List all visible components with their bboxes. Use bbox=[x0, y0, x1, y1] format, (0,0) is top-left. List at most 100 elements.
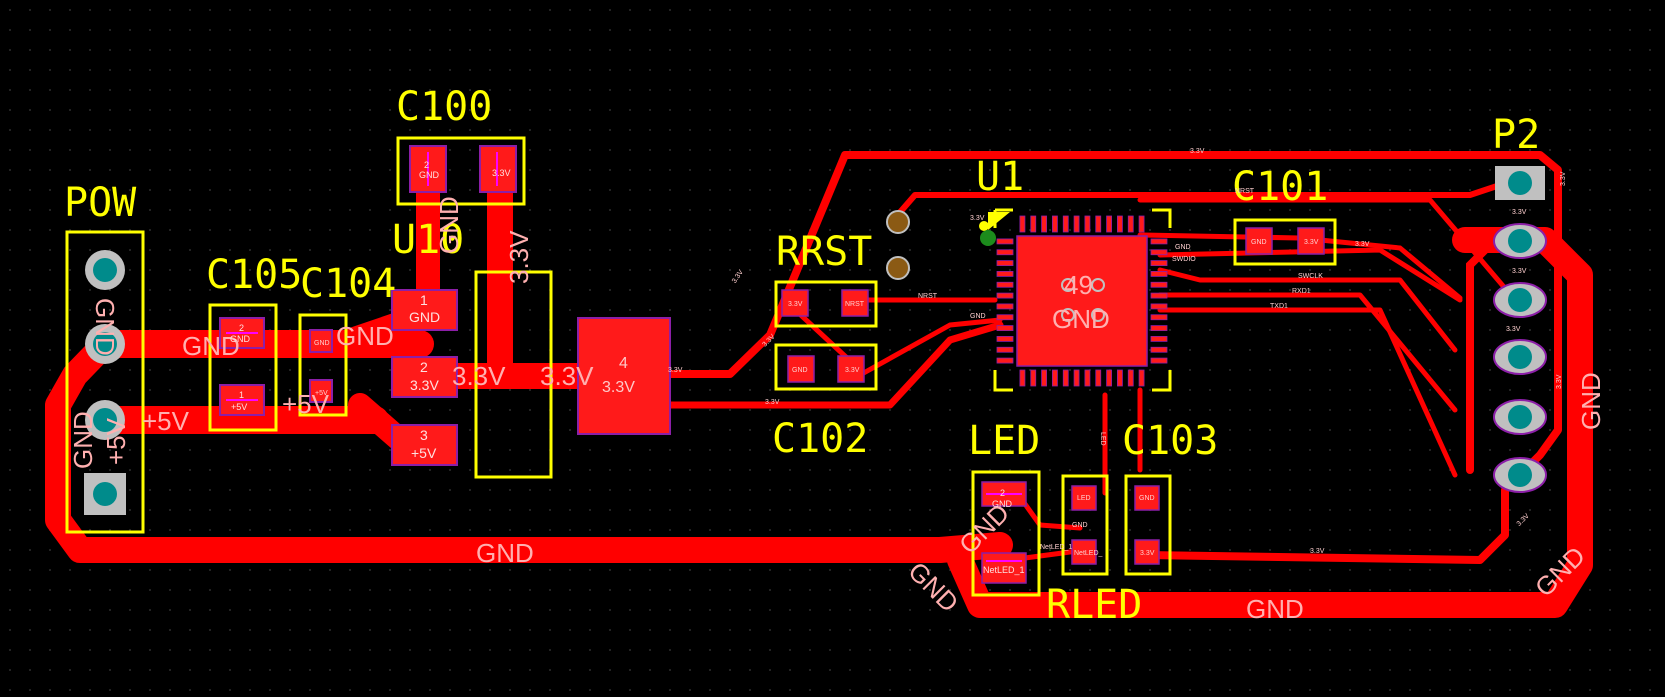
rled-pad-1 bbox=[1071, 485, 1097, 511]
u1-pin bbox=[1117, 369, 1123, 387]
p2-pin-2-drill bbox=[1508, 229, 1532, 253]
u1-pin bbox=[1127, 215, 1134, 233]
net-v5-pow-pin: +5V bbox=[101, 417, 131, 465]
rrst-outline bbox=[774, 280, 878, 328]
c105-pad1-net: +5V bbox=[231, 402, 247, 412]
p2-pin-3-drill bbox=[1508, 288, 1532, 312]
c103-pad1-net: 3.3V bbox=[1140, 550, 1155, 557]
c101-pad-1 bbox=[1297, 227, 1325, 255]
pow-pin-4-drill bbox=[93, 482, 117, 506]
net-gnd-c104: GND bbox=[336, 321, 394, 351]
c100-outline bbox=[396, 136, 526, 206]
via-top bbox=[886, 210, 910, 234]
net-gnd-bottom: GND bbox=[476, 538, 534, 568]
designator-c105: C105 bbox=[206, 252, 302, 298]
trace-gnd-u1: GND bbox=[970, 313, 986, 320]
u1-pin1-dot bbox=[979, 221, 989, 231]
u10-tab-outline bbox=[474, 270, 553, 479]
u1-pin1-green-dot bbox=[980, 230, 996, 246]
c102-pad-1 bbox=[837, 355, 865, 383]
c105-pad2-num: 2 bbox=[239, 323, 244, 333]
rxd1-trace bbox=[1157, 292, 1458, 413]
c103-pad-2 bbox=[1134, 485, 1160, 511]
u1-pin bbox=[1106, 215, 1112, 233]
u1-pin bbox=[1150, 336, 1168, 342]
rrst-pad-1 bbox=[781, 289, 809, 317]
designator-c103: C103 bbox=[1122, 418, 1218, 464]
c101-outline bbox=[1233, 218, 1337, 266]
trace-v33-mid: 3.3V bbox=[765, 399, 780, 406]
c104-outline bbox=[298, 313, 348, 417]
u1-pin bbox=[1052, 215, 1058, 233]
u1-pin bbox=[1150, 271, 1168, 277]
u10-pad-3 bbox=[391, 424, 458, 466]
trace-led: LED bbox=[1099, 432, 1106, 446]
trace-gnd-led: GND bbox=[1072, 522, 1088, 529]
c102-pad-2 bbox=[787, 355, 815, 383]
u10-tab-pad bbox=[577, 317, 671, 435]
trace-v33-p2-2: 3.3V bbox=[1512, 268, 1527, 275]
u10-tab-num: 4 bbox=[619, 355, 628, 372]
pow-connector[interactable] bbox=[84, 250, 126, 515]
u1-pin bbox=[1127, 369, 1134, 387]
u1-pin bbox=[1030, 215, 1037, 233]
u1-pin bbox=[1041, 215, 1047, 233]
c100-pad2-num: 2 bbox=[424, 160, 429, 170]
u1-corner-bl bbox=[993, 370, 1013, 392]
net-gnd-pow-pin: GND bbox=[90, 298, 120, 356]
u1-pin bbox=[1084, 369, 1091, 387]
v33-top-rail-trace bbox=[661, 151, 1562, 564]
u1-pin bbox=[1150, 238, 1168, 245]
net-gnd-left: GND bbox=[68, 411, 98, 469]
vias[interactable] bbox=[886, 210, 1105, 322]
c100-pad2-net: GND bbox=[419, 170, 440, 180]
net-v5-pow: +5V bbox=[142, 406, 190, 436]
u1-thermal-via-1 bbox=[1061, 278, 1075, 292]
p2-connector-traces bbox=[1466, 236, 1499, 474]
v33-c101-trace bbox=[1137, 232, 1463, 301]
u1-pin bbox=[996, 325, 1014, 331]
trace-v33-top: 3.3V bbox=[1190, 148, 1205, 155]
rled-pad-2 bbox=[1071, 539, 1097, 565]
u1-pin bbox=[1041, 369, 1047, 387]
u1-pin bbox=[1062, 369, 1069, 387]
c102-pad1-net: 3.3V bbox=[845, 367, 860, 374]
u10-pad-1 bbox=[391, 289, 458, 331]
via-bottom bbox=[886, 256, 910, 280]
designator-rled: RLED bbox=[1046, 582, 1142, 628]
u1-pin bbox=[1138, 369, 1145, 387]
p2-connector[interactable] bbox=[1493, 166, 1547, 493]
u1-pin bbox=[1150, 346, 1168, 353]
trace-v33-right: 3.3V bbox=[1560, 171, 1567, 186]
led-outline bbox=[971, 470, 1041, 597]
u1-thermal-via-4 bbox=[1091, 308, 1105, 322]
trace-gnd-c101: GND bbox=[1175, 244, 1191, 251]
trace-rxd1: RXD1 bbox=[1292, 288, 1311, 295]
u1-pin bbox=[1150, 314, 1168, 321]
c101-pad-2 bbox=[1245, 227, 1273, 255]
trace-v33-bottom: 3.3V bbox=[1310, 548, 1325, 555]
u1-pin bbox=[1095, 215, 1102, 233]
c105-pad2-net: GND bbox=[230, 334, 251, 344]
trace-netled: NetLED_1 bbox=[1040, 544, 1072, 551]
u1-thermal-via-2 bbox=[1091, 278, 1105, 292]
rled-outline bbox=[1061, 474, 1109, 576]
u1-pin bbox=[1073, 369, 1080, 387]
c100-pad1-net: 3.3V bbox=[492, 168, 511, 178]
trace-nrst-rrst: NRST bbox=[918, 293, 938, 300]
silkscreen-outlines bbox=[65, 136, 1337, 597]
u1-pin bbox=[1106, 369, 1112, 387]
u1-pin bbox=[1073, 215, 1080, 233]
copper-pads bbox=[219, 145, 1325, 584]
u1-pin bbox=[996, 292, 1014, 299]
rrst-pad-2 bbox=[841, 289, 869, 317]
trace-txd1: TXD1 bbox=[1270, 303, 1288, 310]
u10-pad3-num: 3 bbox=[420, 427, 428, 443]
trace-nrst: NRST bbox=[1235, 188, 1255, 195]
gnd-loop-trace bbox=[45, 331, 1013, 563]
trace-v33-p2-3: 3.3V bbox=[1506, 326, 1521, 333]
designators: POW C100 U10 C105 C104 RRST U1 C101 P2 C… bbox=[64, 84, 1540, 628]
u1-pin bbox=[1150, 249, 1168, 256]
u1-pins bbox=[996, 215, 1168, 387]
